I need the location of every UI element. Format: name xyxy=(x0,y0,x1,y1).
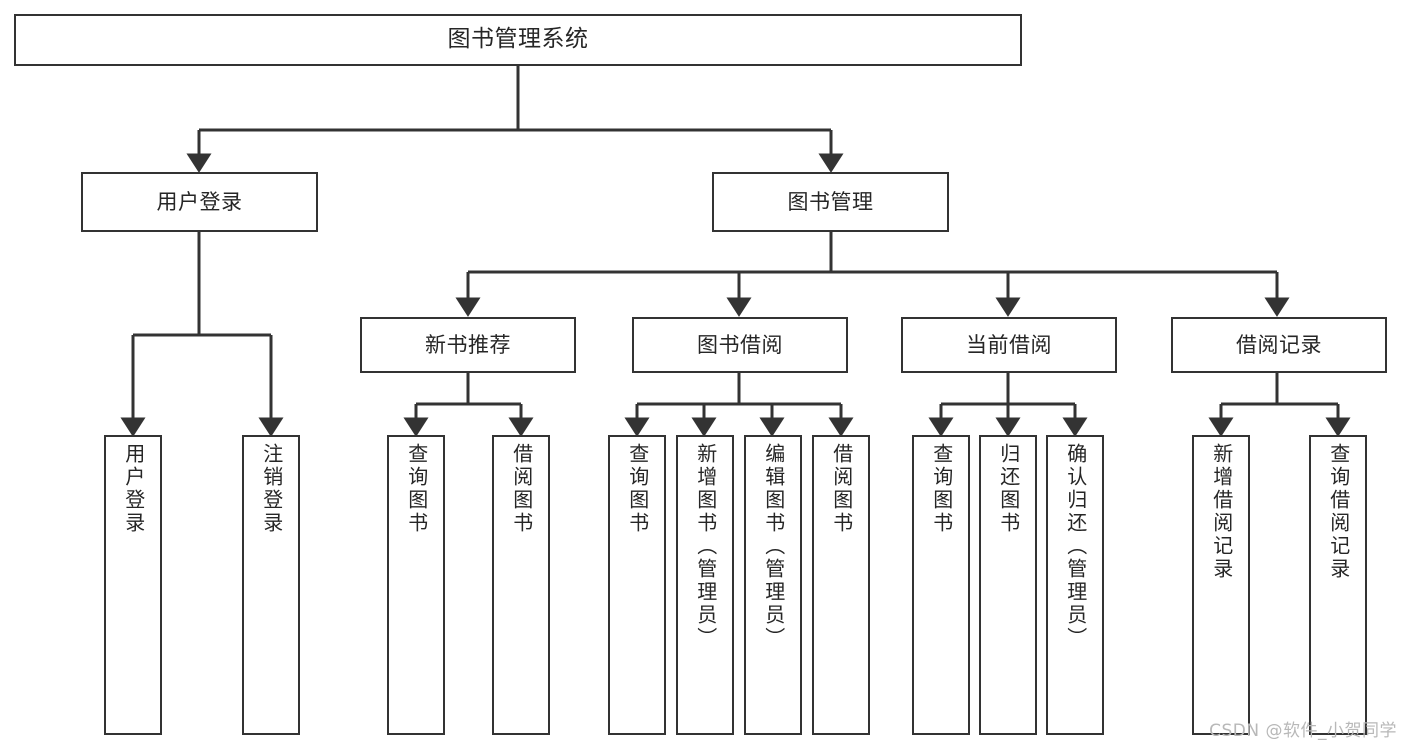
node-borrow-record-label: 借阅记录 xyxy=(1236,332,1322,357)
node-leaf-add-book-admin-label: 新增图书（管理员） xyxy=(693,443,718,650)
node-leaf-borrow-book-label: 借阅图书 xyxy=(829,443,854,535)
node-book-manage[interactable]: 图书管理 xyxy=(712,172,949,232)
node-new-book-recommend[interactable]: 新书推荐 xyxy=(360,317,576,373)
node-leaf-recommend-query-book-label: 查询图书 xyxy=(404,443,429,535)
node-leaf-borrow-book[interactable]: 借阅图书 xyxy=(812,435,870,735)
node-leaf-borrow-query-book[interactable]: 查询图书 xyxy=(608,435,666,735)
node-leaf-logout[interactable]: 注销登录 xyxy=(242,435,300,735)
node-root-system-label: 图书管理系统 xyxy=(447,26,589,53)
node-leaf-logout-label: 注销登录 xyxy=(259,443,284,535)
node-leaf-recommend-query-book[interactable]: 查询图书 xyxy=(387,435,445,735)
node-book-borrow-label: 图书借阅 xyxy=(697,332,783,357)
node-current-borrow-label: 当前借阅 xyxy=(966,332,1052,357)
node-leaf-return-book-label: 归还图书 xyxy=(996,443,1021,535)
node-leaf-add-borrow-record[interactable]: 新增借阅记录 xyxy=(1192,435,1250,735)
node-leaf-edit-book-admin[interactable]: 编辑图书（管理员） xyxy=(744,435,802,735)
node-leaf-confirm-return-admin[interactable]: 确认归还（管理员） xyxy=(1046,435,1104,735)
node-current-borrow[interactable]: 当前借阅 xyxy=(901,317,1117,373)
node-book-manage-label: 图书管理 xyxy=(787,189,874,214)
node-leaf-query-borrow-record[interactable]: 查询借阅记录 xyxy=(1309,435,1367,735)
node-new-book-recommend-label: 新书推荐 xyxy=(425,332,511,357)
node-leaf-borrow-query-book-label: 查询图书 xyxy=(625,443,650,535)
node-leaf-edit-book-admin-label: 编辑图书（管理员） xyxy=(761,443,786,650)
node-leaf-user-login-label: 用户登录 xyxy=(121,443,146,535)
node-user-login-label: 用户登录 xyxy=(156,189,243,214)
node-borrow-record[interactable]: 借阅记录 xyxy=(1171,317,1387,373)
node-leaf-confirm-return-admin-label: 确认归还（管理员） xyxy=(1063,443,1088,650)
node-leaf-user-login[interactable]: 用户登录 xyxy=(104,435,162,735)
node-book-borrow[interactable]: 图书借阅 xyxy=(632,317,848,373)
node-leaf-add-book-admin[interactable]: 新增图书（管理员） xyxy=(676,435,734,735)
node-leaf-recommend-borrow-book-label: 借阅图书 xyxy=(509,443,534,535)
node-root-system[interactable]: 图书管理系统 xyxy=(14,14,1022,66)
node-leaf-current-query-book-label: 查询图书 xyxy=(929,443,954,535)
node-leaf-query-borrow-record-label: 查询借阅记录 xyxy=(1326,443,1351,581)
node-leaf-current-query-book[interactable]: 查询图书 xyxy=(912,435,970,735)
node-leaf-add-borrow-record-label: 新增借阅记录 xyxy=(1209,443,1234,581)
node-user-login[interactable]: 用户登录 xyxy=(81,172,318,232)
node-leaf-recommend-borrow-book[interactable]: 借阅图书 xyxy=(492,435,550,735)
node-leaf-return-book[interactable]: 归还图书 xyxy=(979,435,1037,735)
